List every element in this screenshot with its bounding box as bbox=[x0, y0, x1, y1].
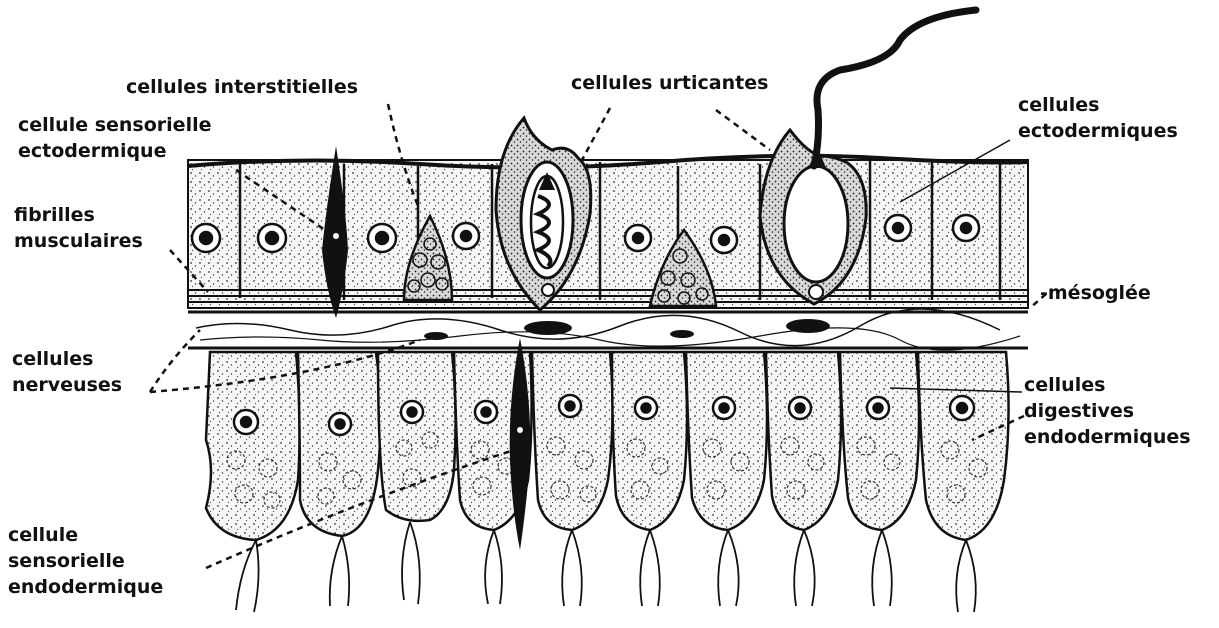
leader-urticant-1 bbox=[582, 108, 610, 160]
label-line: sensorielle bbox=[8, 548, 163, 574]
label-line: digestives bbox=[1024, 398, 1191, 424]
label-digestive-cells: cellules digestives endodermiques bbox=[1024, 372, 1191, 450]
label-line: ectodermiques bbox=[1018, 118, 1178, 144]
leader-nerve-2 bbox=[150, 330, 200, 392]
label-line: cellules bbox=[12, 346, 122, 372]
endoderm-layer bbox=[206, 338, 1009, 612]
leader-urticant-2 bbox=[716, 110, 770, 150]
label-line: endodermique bbox=[8, 574, 163, 600]
label-interstitial-cells: cellules interstitielles bbox=[126, 74, 358, 100]
nerve-cell-2 bbox=[786, 319, 830, 333]
nerve-cell bbox=[524, 321, 572, 335]
label-line: cellule bbox=[8, 522, 163, 548]
label-muscle-fibrils: fibrilles musculaires bbox=[14, 202, 143, 254]
label-nerve-cells: cellules nerveuses bbox=[12, 346, 122, 398]
label-line: endodermiques bbox=[1024, 424, 1191, 450]
label-mesoglea: -mésoglée bbox=[1040, 280, 1151, 306]
label-line: cellules bbox=[1018, 92, 1178, 118]
label-sensory-endoderm-cell: cellule sensorielle endodermique bbox=[8, 522, 163, 600]
mesoglea-layer bbox=[188, 309, 1028, 350]
label-line: ectodermique bbox=[18, 138, 211, 164]
nerve-cell-3 bbox=[424, 332, 448, 340]
label-line: nerveuses bbox=[12, 372, 122, 398]
discharged-thread bbox=[814, 10, 976, 166]
label-ectoderm-cells: cellules ectodermiques bbox=[1018, 92, 1178, 144]
label-sensory-ectoderm-cell: cellule sensorielle ectodermique bbox=[18, 112, 211, 164]
label-line: cellules bbox=[1024, 372, 1191, 398]
label-line: musculaires bbox=[14, 228, 143, 254]
digestive-cells bbox=[206, 352, 1009, 540]
label-line: fibrilles bbox=[14, 202, 143, 228]
label-line: cellule sensorielle bbox=[18, 112, 211, 138]
nerve-cell-4 bbox=[670, 330, 694, 338]
label-urticant-cells: cellules urticantes bbox=[571, 70, 768, 96]
ectoderm-layer bbox=[188, 10, 1028, 318]
